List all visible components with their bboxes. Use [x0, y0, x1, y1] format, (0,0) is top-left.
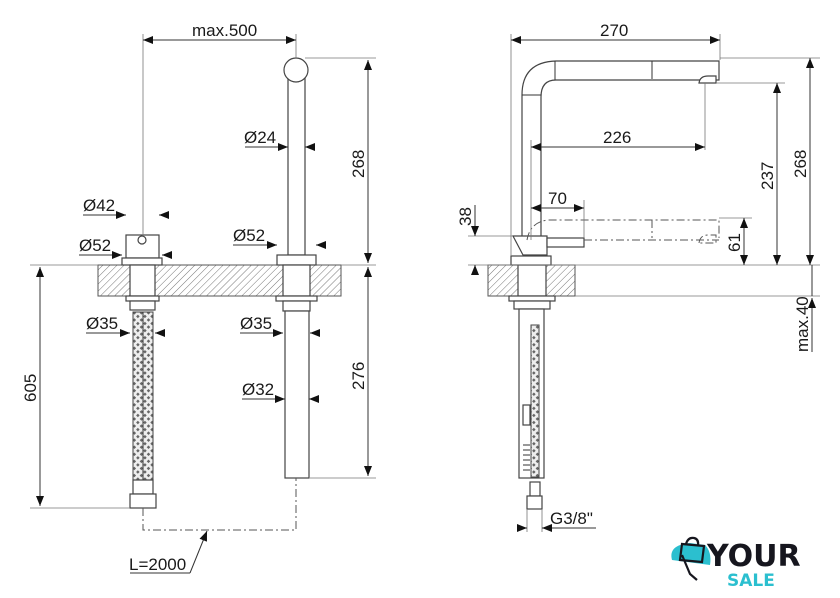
dim-d35-hose: Ø35 — [86, 314, 118, 333]
hose-fitting — [132, 479, 154, 495]
pull-weight — [522, 404, 531, 426]
dim-38: 38 — [456, 207, 475, 226]
dim-276: 276 — [349, 362, 368, 390]
dim-d42: Ø42 — [83, 196, 115, 215]
yoursale-logo: YOUR SALE — [671, 536, 801, 591]
dim-270: 270 — [600, 21, 628, 40]
spout-nut — [282, 300, 311, 312]
dim-605: 605 — [21, 374, 40, 402]
body-washer — [508, 295, 556, 302]
dim-70: 70 — [548, 189, 567, 208]
dim-hose-length: L=2000 — [129, 555, 186, 574]
handle-washer — [125, 295, 160, 302]
body-shank-upper — [517, 264, 547, 297]
hand-icon — [680, 554, 698, 581]
body-nut — [513, 300, 551, 310]
lever-arm — [546, 237, 585, 248]
hose-nut-right — [526, 495, 543, 510]
right-view: 270 226 70 38 61 237 268 max.40 G3/8" — [456, 21, 820, 532]
spout-base — [276, 254, 317, 266]
spout-outlet — [698, 75, 717, 84]
logo-sale: SALE — [727, 571, 775, 591]
dim-d35-shank: Ø35 — [240, 314, 272, 333]
spout-shank — [284, 310, 310, 479]
spout-body — [521, 60, 720, 236]
shopping-bag-icon — [678, 536, 706, 564]
handle-knob-icon — [137, 235, 147, 245]
dim-d24: Ø24 — [244, 128, 276, 147]
handle-shank — [129, 264, 156, 297]
dim-d32: Ø32 — [242, 380, 274, 399]
dim-237: 237 — [758, 162, 777, 190]
spout-pipe — [287, 69, 306, 256]
braided-hose-right — [530, 324, 540, 478]
dim-268-left: 268 — [349, 150, 368, 178]
dim-268-right: 268 — [791, 150, 810, 178]
left-view: max.500 268 276 605 Ø24 Ø42 Ø52 Ø52 Ø35 … — [21, 21, 376, 574]
spout-head — [283, 57, 309, 83]
spout-shank-upper — [282, 264, 311, 297]
handle-flange — [121, 257, 163, 266]
handle-nut — [129, 300, 156, 311]
logo-your: YOUR — [706, 539, 801, 574]
dim-d52-handle: Ø52 — [79, 236, 111, 255]
spout-washer — [275, 295, 318, 302]
lever-handle — [512, 235, 548, 256]
base-flange — [510, 255, 552, 266]
pulled-out-spout — [526, 219, 720, 241]
dim-61: 61 — [725, 233, 744, 252]
dim-d52-spout: Ø52 — [233, 226, 265, 245]
hose-fitting-right — [529, 481, 541, 497]
hose-nut — [129, 493, 157, 509]
dim-max-500: max.500 — [192, 21, 257, 40]
dim-g38: G3/8" — [550, 509, 593, 528]
hose-path — [142, 478, 297, 531]
dim-226: 226 — [603, 128, 631, 147]
dim-max-40: max.40 — [793, 296, 812, 352]
